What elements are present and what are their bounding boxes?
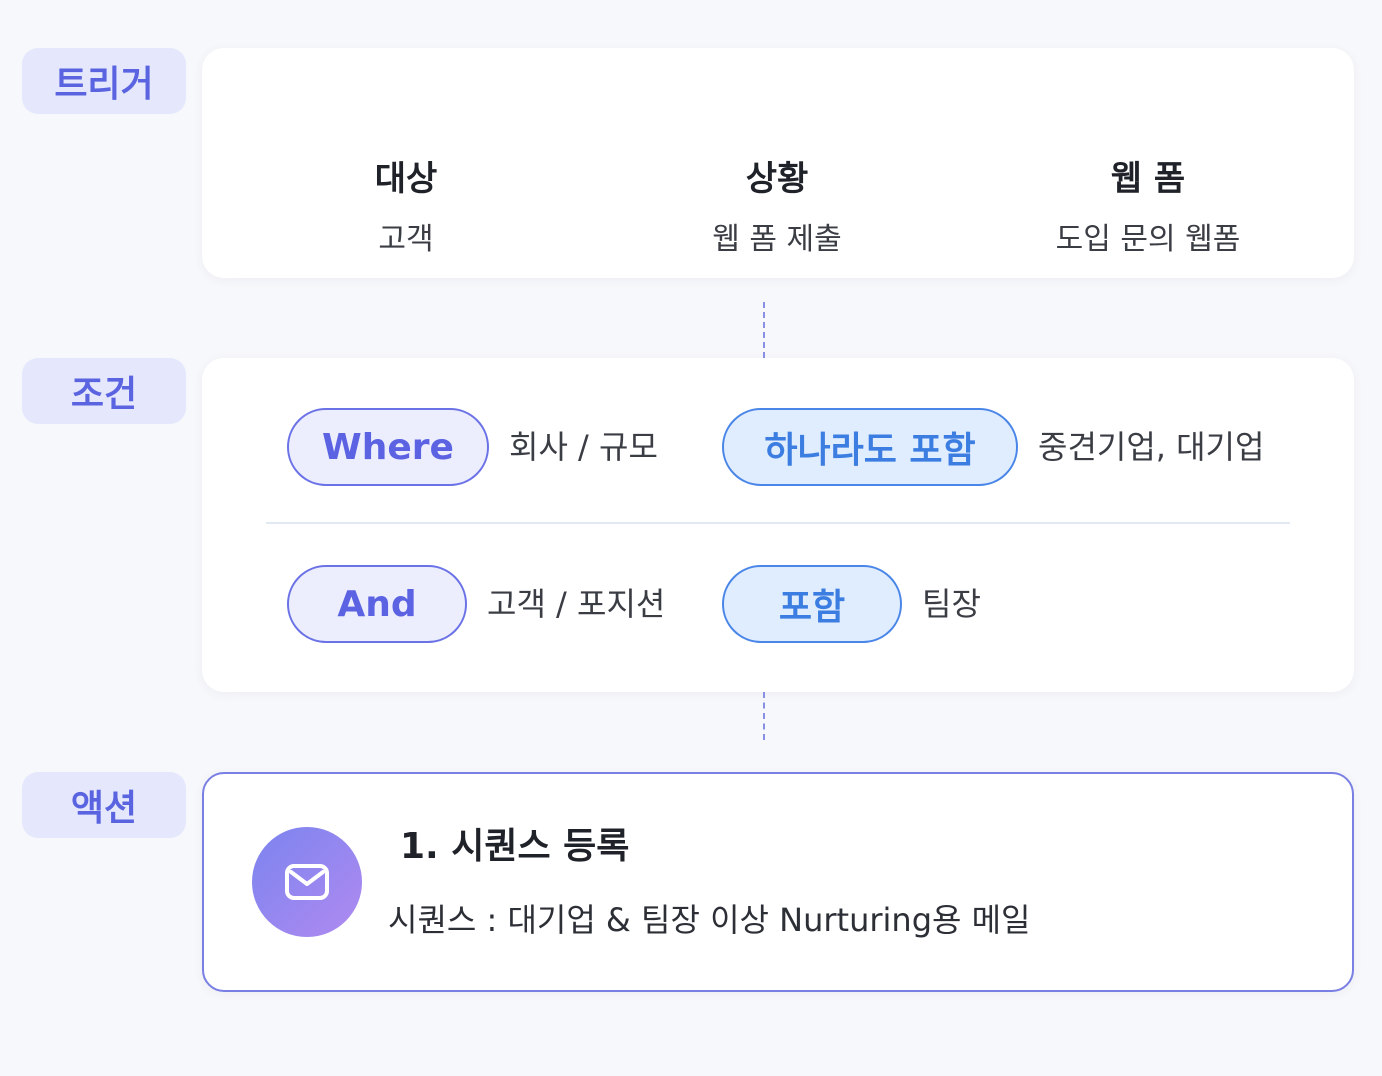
match-any-pill[interactable]: 하나라도 포함 xyxy=(722,408,1018,486)
trigger-target-value: 고객 xyxy=(378,222,434,257)
match-include-pill[interactable]: 포함 xyxy=(722,565,902,643)
trigger-situation-title: 상황 xyxy=(745,159,809,199)
action-description: 시퀀스 : 대기업 & 팀장 이상 Nurturing용 메일 xyxy=(388,901,1031,939)
action-card[interactable]: 1. 시퀀스 등록 시퀀스 : 대기업 & 팀장 이상 Nurturing용 메… xyxy=(202,772,1354,992)
trigger-webform: 웹 폼 도입 문의 웹폼 xyxy=(998,154,1298,262)
condition-field: 고객 / 포지션 xyxy=(487,585,666,623)
condition-section-label: 조건 xyxy=(22,358,186,424)
mail-icon-circle xyxy=(252,827,362,937)
condition-value: 팀장 xyxy=(922,585,981,623)
mail-icon xyxy=(285,864,329,900)
operator-where-pill[interactable]: Where xyxy=(287,408,489,486)
trigger-situation-value: 웹 폼 제출 xyxy=(712,222,842,257)
trigger-webform-value: 도입 문의 웹폼 xyxy=(1055,222,1241,257)
trigger-target: 대상 고객 xyxy=(256,154,556,262)
action-title: 1. 시퀀스 등록 xyxy=(400,826,630,867)
trigger-situation: 상황 웹 폼 제출 xyxy=(627,154,927,262)
operator-and-pill[interactable]: And xyxy=(287,565,467,643)
trigger-webform-title: 웹 폼 xyxy=(1110,159,1186,199)
trigger-section-label: 트리거 xyxy=(22,48,186,114)
connector-line xyxy=(763,302,765,358)
trigger-target-title: 대상 xyxy=(374,159,438,199)
condition-card: Where 회사 / 규모 하나라도 포함 중견기업, 대기업 And 고객 /… xyxy=(202,358,1354,692)
condition-value: 중견기업, 대기업 xyxy=(1038,428,1265,466)
trigger-card[interactable]: 대상 고객 상황 웹 폼 제출 웹 폼 도입 문의 웹폼 xyxy=(202,48,1354,278)
condition-field: 회사 / 규모 xyxy=(509,428,658,466)
condition-divider xyxy=(266,522,1290,524)
connector-line xyxy=(763,692,765,740)
action-section-label: 액션 xyxy=(22,772,186,838)
